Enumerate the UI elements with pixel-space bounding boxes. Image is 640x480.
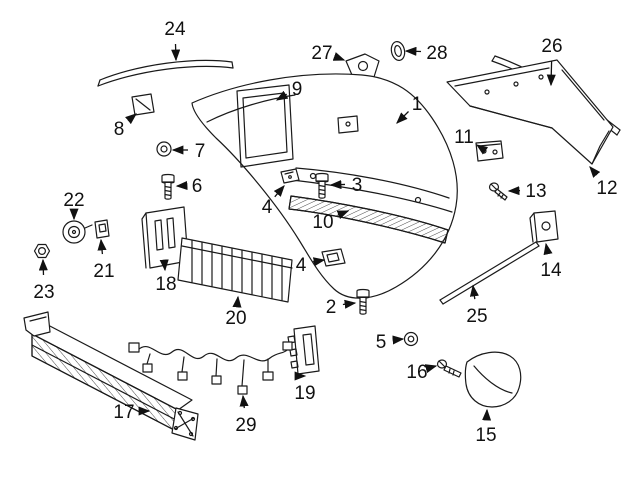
- callout-arrow-4-3: [273, 185, 285, 198]
- callout-label-24-24: 24: [164, 19, 186, 40]
- part-6-bolt-drawing: [161, 173, 175, 200]
- part-12-diffuser-panel-drawing: [446, 59, 614, 165]
- callout-label-21-21: 21: [93, 261, 114, 282]
- part-25-strip-drawing: [439, 241, 540, 305]
- callout-label-1-0: 1: [412, 94, 423, 115]
- callout-label-12-12: 12: [596, 178, 617, 199]
- part-23-nut-drawing: [33, 243, 51, 259]
- callout-label-22-22: 22: [63, 190, 84, 211]
- callout-label-28-28: 28: [426, 43, 447, 64]
- callout-label-16-16: 16: [406, 362, 427, 383]
- part-24-spoiler-strip-drawing: [97, 59, 234, 87]
- part-15-splash-guard-drawing: [464, 351, 522, 408]
- callout-label-20-20: 20: [225, 308, 246, 329]
- callout-arrow-9-9: [275, 90, 289, 101]
- callout-arrow-10-10: [336, 210, 350, 220]
- callout-arrow-3-2: [329, 180, 346, 190]
- callout-label-11-11: 11: [454, 127, 474, 148]
- callout-arrow-16-16: [424, 364, 438, 374]
- part-29-wiring-harness-drawing: [128, 341, 293, 395]
- callout-label-4-3: 4: [262, 197, 273, 218]
- callout-arrow-24-24: [171, 43, 181, 62]
- part-4-clip-b-drawing: [321, 248, 346, 267]
- callout-arrow-29-29: [239, 394, 249, 409]
- callout-arrow-5-5: [392, 335, 405, 345]
- part-18-bracket-drawing: [141, 206, 189, 269]
- callout-label-9-9: 9: [292, 79, 303, 100]
- callout-layer: 1234456789101112131415161718192021222324…: [33, 19, 617, 446]
- callout-label-5-5: 5: [376, 332, 387, 353]
- callout-label-19-19: 19: [294, 383, 315, 404]
- callout-arrow-27-27: [332, 52, 346, 61]
- part-22-round-holder-drawing: [62, 220, 93, 244]
- callout-arrow-12-12: [589, 166, 601, 178]
- part-28-grommet-ring-drawing: [390, 41, 406, 61]
- callout-label-13-13: 13: [525, 181, 546, 202]
- part-5-grommet-drawing: [403, 331, 419, 347]
- callout-arrow-14-14: [543, 242, 553, 256]
- callout-label-10-10: 10: [312, 212, 333, 233]
- part-8-pad-drawing: [131, 93, 155, 116]
- part-19-bracket-drawing: [287, 325, 320, 375]
- part-4-clip-a-drawing: [280, 168, 300, 184]
- callout-arrow-25-25: [469, 284, 479, 300]
- callout-label-14-14: 14: [540, 260, 562, 281]
- callout-label-6-6: 6: [192, 176, 203, 197]
- callout-label-29-29: 29: [235, 415, 256, 436]
- part-10-lower-trim-strip-drawing: [288, 195, 449, 244]
- callout-arrow-4-4: [312, 257, 326, 267]
- part-13-screw-drawing: [488, 182, 508, 201]
- callout-label-4-4: 4: [296, 255, 307, 276]
- callout-label-7-7: 7: [195, 141, 206, 162]
- part-17-impact-bar-drawing: [23, 311, 199, 441]
- part-20-absorber-drawing: [177, 237, 293, 303]
- callout-label-2-1: 2: [326, 297, 337, 318]
- callout-arrow-1-0: [396, 111, 409, 124]
- callout-arrow-21-21: [97, 238, 107, 255]
- part-11-bracket-drawing: [475, 140, 504, 162]
- callout-label-26-26: 26: [541, 36, 562, 57]
- callout-arrow-26-26: [546, 60, 556, 87]
- callout-label-17-17: 17: [113, 402, 134, 423]
- callout-arrow-8-8: [125, 113, 138, 125]
- part-14-bracket-drawing: [529, 210, 559, 243]
- callout-arrow-2-1: [342, 299, 357, 309]
- part-7-grommet-drawing: [156, 141, 172, 157]
- callout-label-25-25: 25: [466, 306, 487, 327]
- callout-label-18-18: 18: [155, 274, 176, 295]
- callout-label-23-23: 23: [33, 282, 54, 303]
- part-16-screw-drawing: [436, 359, 462, 378]
- part-21-clip-drawing: [94, 219, 110, 239]
- callout-label-8-8: 8: [114, 119, 125, 140]
- callout-label-3-2: 3: [352, 175, 363, 196]
- callout-label-15-15: 15: [475, 425, 496, 446]
- part-2-bolt-drawing: [356, 288, 370, 315]
- callout-label-27-27: 27: [311, 43, 332, 64]
